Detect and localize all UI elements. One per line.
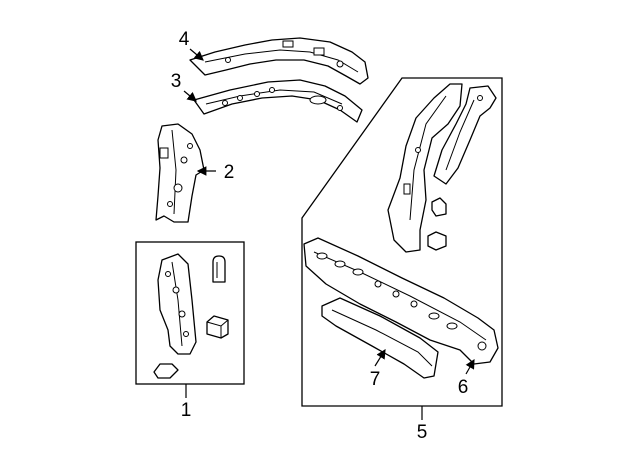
part-6-sill-reinforcement[interactable] (303, 237, 499, 365)
part-5-small-block[interactable] (427, 231, 447, 251)
callout-5: 5 (417, 422, 428, 443)
leader-6 (465, 358, 475, 375)
callout-4: 4 (179, 29, 190, 50)
group-box-1 (135, 241, 245, 385)
callout-6: 6 (458, 377, 469, 398)
callout-2: 2 (224, 162, 235, 183)
group-box-5 (301, 77, 503, 407)
part-1-pillar-inner[interactable] (157, 253, 197, 355)
leader-3 (183, 90, 197, 102)
leader-4 (189, 48, 204, 61)
part-5-small-clip[interactable] (431, 197, 447, 217)
part-3-inner-rail[interactable] (193, 79, 363, 123)
part-5-bracket[interactable] (433, 85, 497, 185)
part-4-upper-rail[interactable] (189, 37, 369, 85)
part-1-grommet[interactable] (153, 363, 179, 379)
callout-7: 7 (370, 369, 381, 390)
part-1-clip[interactable] (212, 255, 226, 283)
callout-3: 3 (171, 71, 182, 92)
part-1-block[interactable] (206, 315, 229, 339)
leader-7 (374, 348, 386, 367)
callout-1: 1 (181, 400, 192, 421)
part-2-pillar-bracket[interactable] (155, 123, 205, 223)
part-7-rocker-panel[interactable] (321, 297, 439, 379)
part-5-pillar-reinforcement[interactable] (387, 83, 463, 253)
